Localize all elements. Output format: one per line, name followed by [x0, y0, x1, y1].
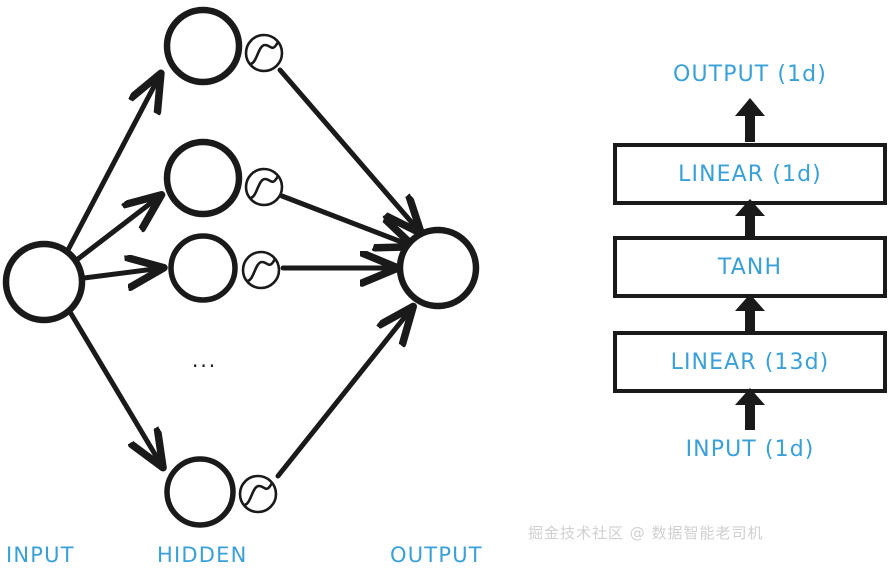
layer-label-input: INPUT: [6, 543, 75, 567]
stack-box-linear-1d: [613, 143, 887, 205]
stack-arrow-to-output: [735, 98, 765, 142]
activation-bubbles: [238, 33, 284, 514]
stack-arrow-tanh-to-linear1d: [735, 199, 765, 236]
stack-arrow-linear13d-to-tanh: [735, 294, 765, 331]
edge-input-hidden-4: [67, 309, 162, 466]
hidden-neuron-4: [164, 456, 236, 528]
stack-bottom-label: INPUT (1d): [685, 437, 815, 462]
hidden-layer-ellipsis: ...: [192, 348, 218, 372]
layer-label-hidden: HIDDEN: [157, 543, 248, 567]
output-neuron: [396, 226, 480, 310]
edge-input-hidden-3: [81, 268, 162, 278]
layer-label-output: OUTPUT: [390, 543, 483, 567]
hidden-neuron-3: [168, 233, 238, 303]
sigmoid-icon-4: [238, 474, 278, 514]
edge-hidden4-output: [275, 308, 412, 479]
edge-hidden1-output: [277, 67, 420, 232]
stack-box-label-linear-1d: LINEAR (1d): [678, 162, 822, 187]
edge-input-hidden-2: [71, 196, 160, 265]
stack-box-linear-13d: [613, 331, 887, 393]
watermark-text: 掘金技术社区 @ 数据智能老司机: [528, 524, 764, 542]
sigmoid-icon-2: [244, 167, 284, 207]
edge-input-hidden-1: [65, 75, 160, 253]
stack-box-label-linear-13d: LINEAR (13d): [670, 350, 830, 375]
stack-arrows: [735, 98, 765, 430]
sigmoid-icon-1: [244, 33, 284, 73]
sigmoid-icon-3: [241, 250, 281, 290]
stack-arrow-input-to-linear13d: [735, 388, 765, 430]
hidden-neuron-1: [163, 6, 243, 86]
edges-input-to-hidden: [65, 75, 162, 466]
stack-top-label: OUTPUT (1d): [673, 62, 827, 87]
input-neuron: [2, 240, 86, 324]
edges-hidden-to-output: [275, 67, 420, 479]
edge-hidden2-output: [279, 193, 412, 246]
hidden-neuron-2: [163, 138, 243, 218]
stack-box-label-tanh: TANH: [717, 255, 783, 280]
